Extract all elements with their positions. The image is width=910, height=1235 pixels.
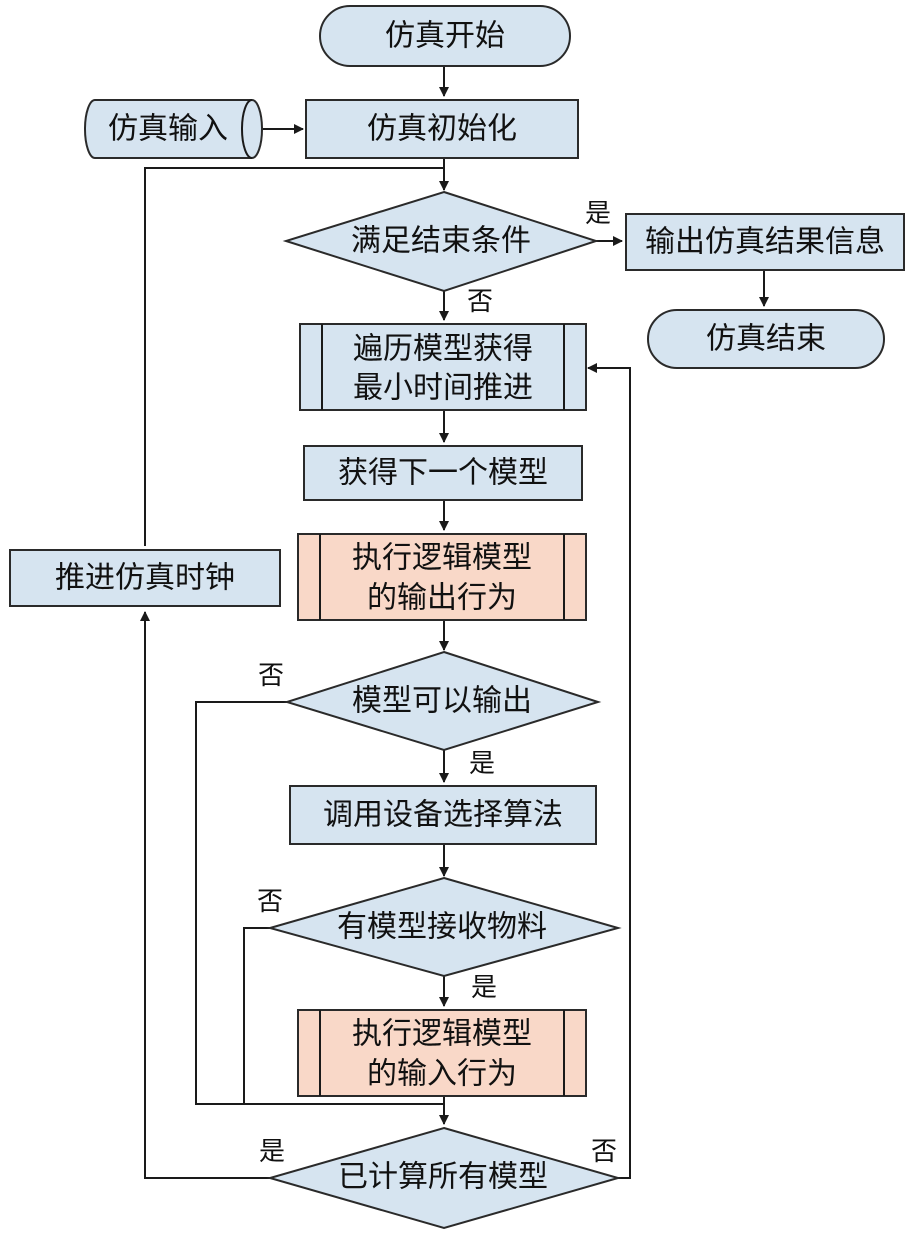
node-next-model: 获得下一个模型 xyxy=(303,445,583,501)
node-advance-clock: 推进仿真时钟 xyxy=(9,549,281,607)
node-exec-output-line1: 执行逻辑模型 xyxy=(352,541,532,576)
node-all-calc-label: 已计算所有模型 xyxy=(338,1160,548,1195)
node-init-label: 仿真初始化 xyxy=(367,112,517,147)
label-receive-yes: 是 xyxy=(471,973,497,1003)
label-receive-no: 否 xyxy=(257,887,283,917)
label-end-no: 否 xyxy=(467,287,493,317)
node-end: 仿真结束 xyxy=(647,309,885,369)
edge-allcalc-no-traverse xyxy=(587,363,631,1179)
node-all-calc: 已计算所有模型 xyxy=(266,1126,622,1230)
node-exec-output-line2: 的输出行为 xyxy=(367,581,517,616)
node-exec-input-line2: 的输入行为 xyxy=(367,1057,517,1092)
label-end-yes: 是 xyxy=(585,199,611,229)
edge-receive-no-loop xyxy=(243,927,270,1104)
node-end-check-label: 满足结束条件 xyxy=(351,224,531,259)
edge-allcalc-yes-clock xyxy=(140,611,270,1179)
node-init: 仿真初始化 xyxy=(305,99,579,159)
node-end-check: 满足结束条件 xyxy=(282,190,600,293)
node-input: 仿真输入 xyxy=(84,99,263,159)
node-can-output-label: 模型可以输出 xyxy=(352,684,532,719)
label-output-no: 否 xyxy=(258,661,284,691)
node-traverse-line1: 遍历模型获得 xyxy=(353,332,533,367)
node-device-select-label: 调用设备选择算法 xyxy=(323,798,563,833)
edge-labels: 是 否 否 是 否 是 是 否 xyxy=(257,199,617,1167)
node-output-info: 输出仿真结果信息 xyxy=(625,213,905,271)
node-exec-input-line1: 执行逻辑模型 xyxy=(352,1017,532,1052)
node-advance-clock-label: 推进仿真时钟 xyxy=(55,561,235,596)
node-can-output: 模型可以输出 xyxy=(283,650,602,752)
connectors xyxy=(140,66,769,1179)
node-exec-input: 执行逻辑模型 的输入行为 xyxy=(297,1009,587,1097)
edge-canoutput-no-loop xyxy=(195,701,444,1105)
label-output-yes: 是 xyxy=(469,749,495,779)
edge-clock-endcheck xyxy=(144,167,444,546)
node-traverse-line2: 最小时间推进 xyxy=(353,371,533,406)
node-receive-check: 有模型接收物料 xyxy=(266,876,622,978)
label-all-yes: 是 xyxy=(259,1137,285,1167)
node-receive-check-label: 有模型接收物料 xyxy=(337,910,547,945)
node-end-label: 仿真结束 xyxy=(706,322,826,357)
label-all-no: 否 xyxy=(591,1137,617,1167)
node-output-info-label: 输出仿真结果信息 xyxy=(645,225,885,260)
node-exec-output: 执行逻辑模型 的输出行为 xyxy=(297,533,587,621)
node-input-label: 仿真输入 xyxy=(108,112,228,147)
node-device-select: 调用设备选择算法 xyxy=(289,785,597,845)
node-start: 仿真开始 xyxy=(319,5,571,67)
node-next-model-label: 获得下一个模型 xyxy=(338,456,548,491)
node-traverse: 遍历模型获得 最小时间推进 xyxy=(299,323,587,411)
node-start-label: 仿真开始 xyxy=(385,19,505,54)
